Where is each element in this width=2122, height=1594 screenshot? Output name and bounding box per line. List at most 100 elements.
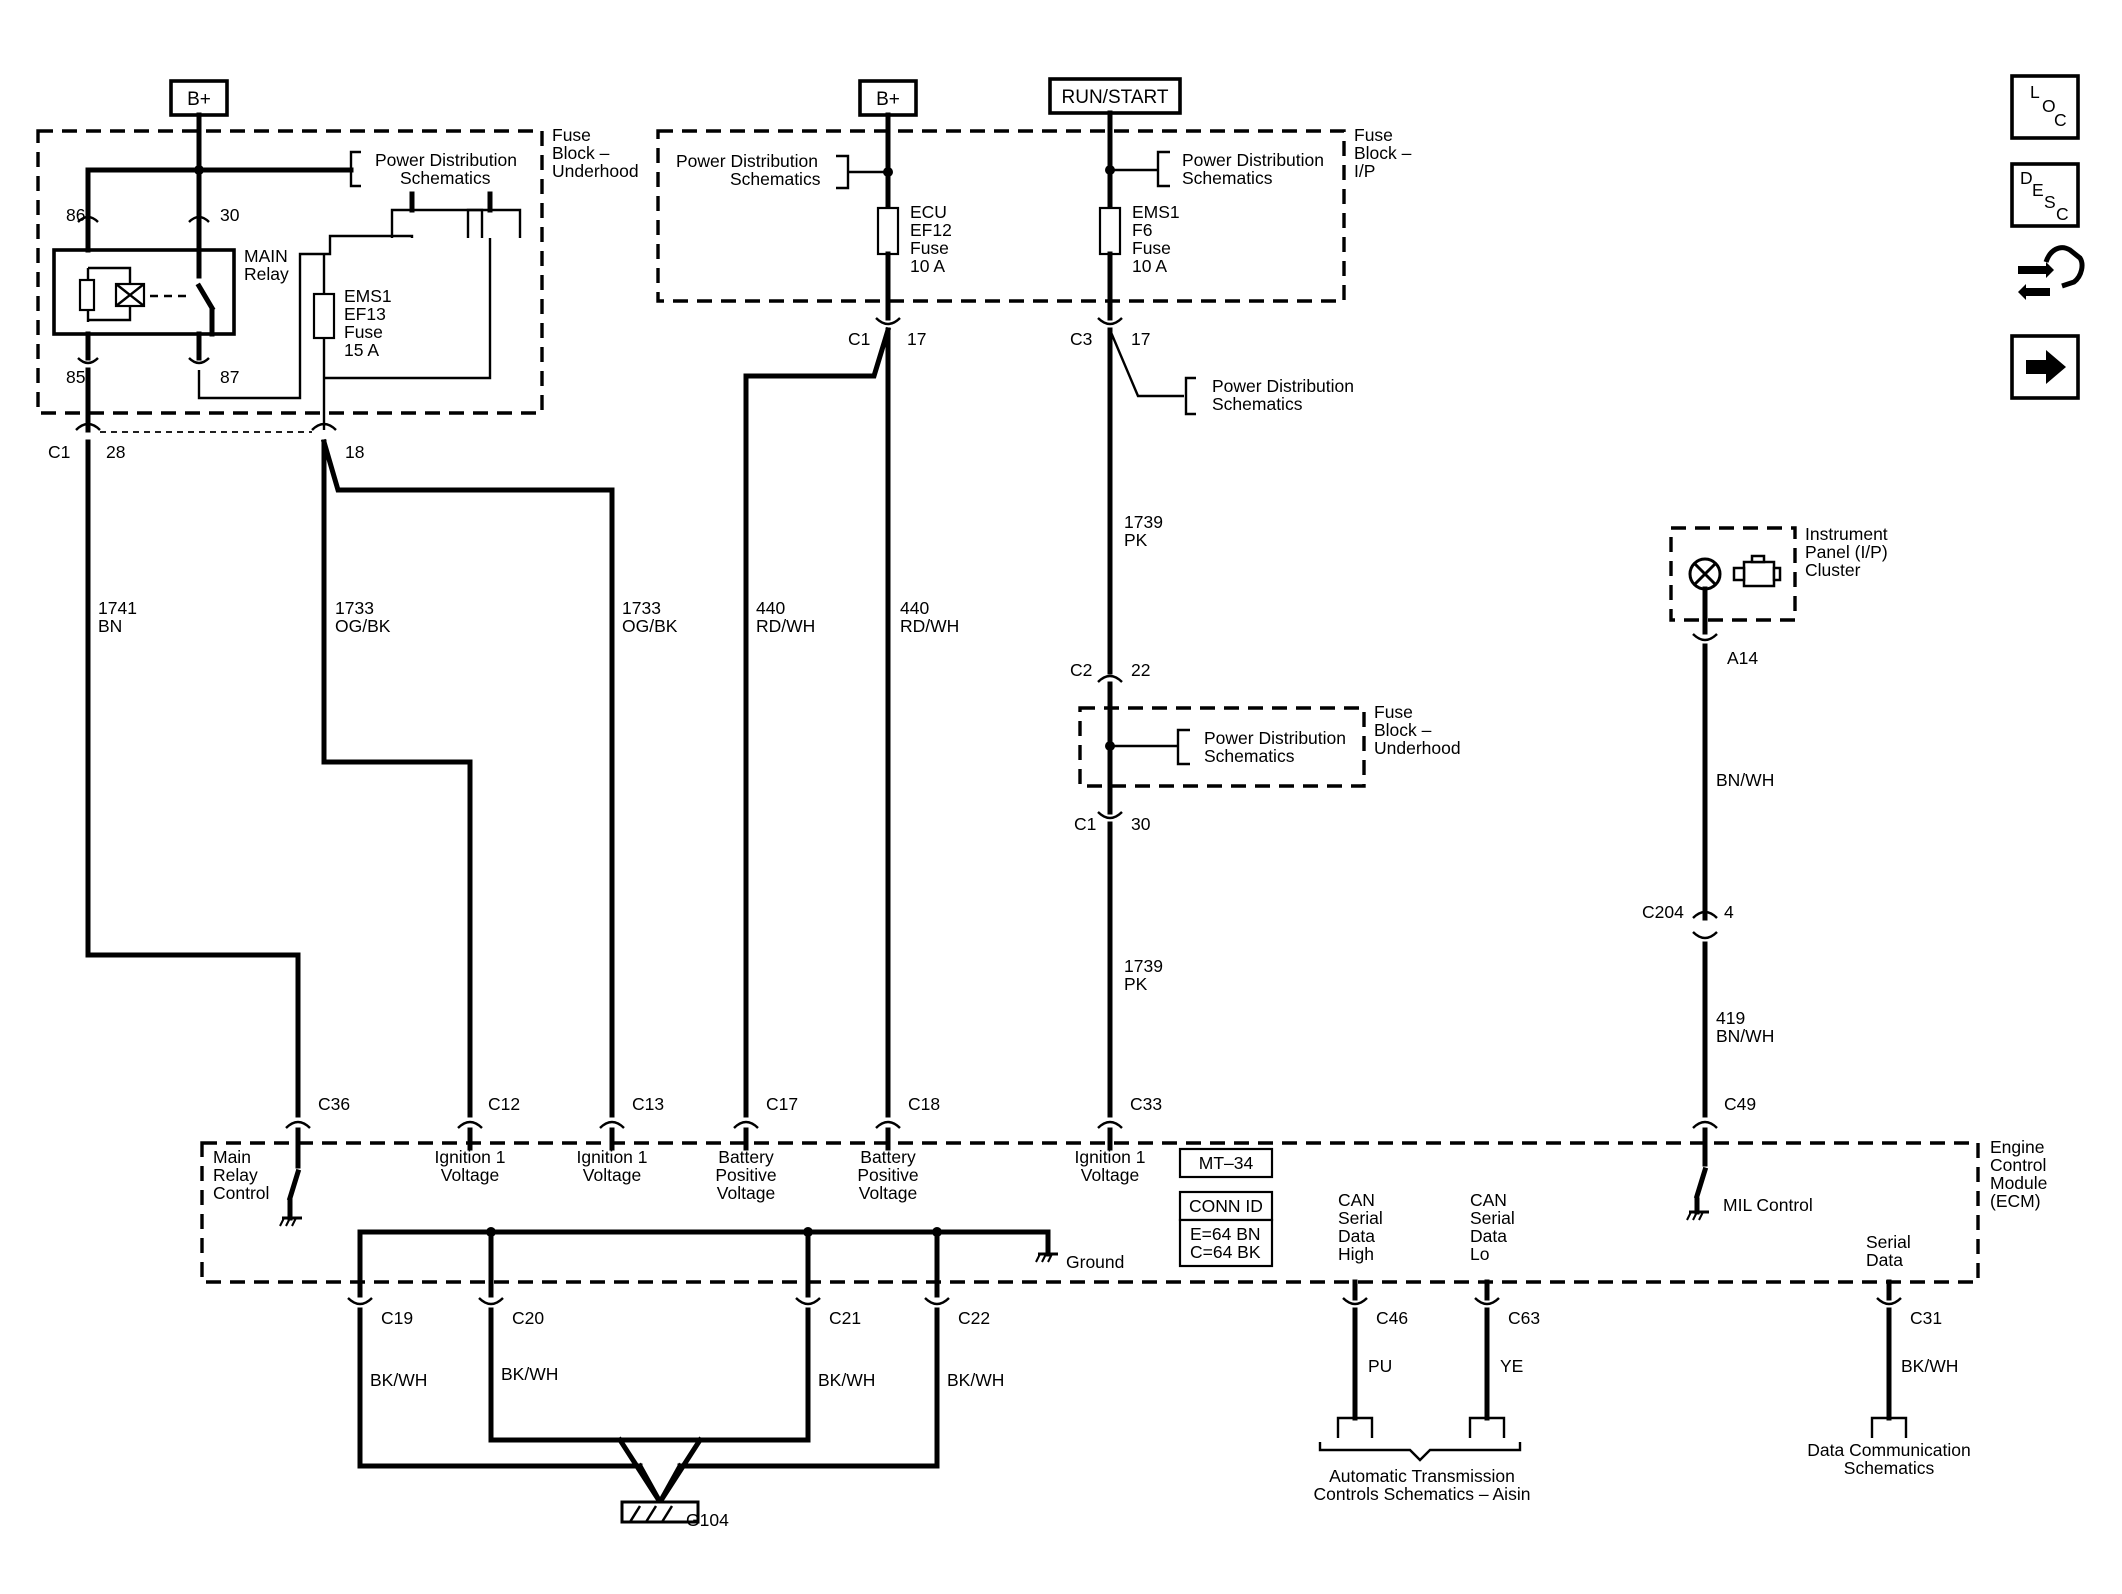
atc-label-2: Controls Schematics – Aisin	[1314, 1484, 1531, 1504]
loc-letter-l: L	[2030, 82, 2040, 102]
relay-pin-86: 86	[66, 205, 85, 225]
mil-lamp-icon	[1688, 557, 1722, 591]
ground-g104: G104	[686, 1510, 729, 1530]
bkwh-20: BK/WH	[501, 1364, 558, 1384]
fuse-block-underhood-left: Fuse Block – Underhood Power Distributio…	[36, 125, 639, 462]
desc-letter-c: C	[2056, 204, 2069, 224]
ecu-fuse-1: ECU	[910, 202, 947, 222]
ecm-label-3: Module	[1990, 1173, 2047, 1193]
fbu-power-dist-2: Schematics	[400, 168, 491, 188]
fbu2-power-dist-1: Power Distribution	[1204, 728, 1346, 748]
atc-label-1: Automatic Transmission	[1329, 1466, 1515, 1486]
bkwh-21: BK/WH	[818, 1370, 875, 1390]
fbip-label-1: Fuse	[1354, 125, 1393, 145]
loc-letter-c: C	[2054, 110, 2067, 130]
ecm-pin-c49: C49	[1724, 1094, 1756, 1114]
fn-can-lo-1: CAN	[1470, 1190, 1507, 1210]
ipc-conn-c204: C204	[1642, 902, 1684, 922]
fn-ign1-c-2: Voltage	[1081, 1165, 1139, 1185]
wire-1739-top-color: PK	[1124, 530, 1148, 550]
wire-ye: YE	[1500, 1356, 1523, 1376]
next-arrow-button[interactable]	[2010, 334, 2080, 400]
wire-1733b-num: 1733	[622, 598, 661, 618]
desc-button[interactable]: D E S C	[2010, 162, 2080, 228]
relay-pin-87: 87	[220, 367, 239, 387]
conn-c31: C31	[1910, 1308, 1942, 1328]
wire-pu: PU	[1368, 1356, 1392, 1376]
fbip-conn-c3-pin: 17	[1131, 329, 1150, 349]
repair-wrench-icon[interactable]	[2018, 245, 2085, 300]
conn-c22: C22	[958, 1308, 990, 1328]
fbu-conn-18: 18	[345, 442, 364, 462]
ecm-conn-id-e: E=64 BN	[1190, 1224, 1261, 1244]
ecu-fuse-2: EF12	[910, 220, 952, 240]
wire-419-color: BN/WH	[1716, 1026, 1774, 1046]
fbip-power-dist-right-1: Power Distribution	[1182, 150, 1324, 170]
dcs-label-2: Schematics	[1844, 1458, 1935, 1478]
wire-1741-color: BN	[98, 616, 122, 636]
ecu-fuse-4: 10 A	[910, 256, 945, 276]
ecm-module: Engine Control Module (ECM) C36 C12 C13 …	[200, 1094, 2047, 1306]
fuse-block-underhood-mid: C2 22 Fuse Block – Underhood Power Distr…	[1070, 660, 1461, 834]
conn-c19: C19	[381, 1308, 413, 1328]
fbu2-conn-c2: C2	[1070, 660, 1092, 680]
relay-label-2: Relay	[244, 264, 289, 284]
ecm-label-4: (ECM)	[1990, 1191, 2041, 1211]
fbu2-label-1: Fuse	[1374, 702, 1413, 722]
bplus-source-left: B+	[169, 79, 229, 135]
fbu2-label-3: Underhood	[1374, 738, 1461, 758]
wire-bkwh-31: BK/WH	[1901, 1356, 1958, 1376]
ecu-fuse-3: Fuse	[910, 238, 949, 258]
fn-main-relay-2: Relay	[213, 1165, 258, 1185]
conn-c63: C63	[1508, 1308, 1540, 1328]
run-start-source: RUN/START	[1048, 77, 1182, 135]
bplus-label-mid: B+	[876, 89, 900, 110]
relay-label-1: MAIN	[244, 246, 288, 266]
fbu2-conn-c2-pin: 22	[1131, 660, 1150, 680]
ipc-label-1: Instrument	[1805, 524, 1888, 544]
wire-440b-num: 440	[900, 598, 929, 618]
fbu-label-1: Fuse	[552, 125, 591, 145]
wire-1733a-num: 1733	[335, 598, 374, 618]
fn-ign1-b-2: Voltage	[583, 1165, 641, 1185]
dcs-label-1: Data Communication	[1807, 1440, 1970, 1460]
desc-letter-s: S	[2044, 192, 2056, 212]
wire-1733-a	[321, 439, 473, 1118]
fbu-label-2: Block –	[552, 143, 610, 163]
fn-serial-1: Serial	[1866, 1232, 1911, 1252]
ecm-pin-connectors	[285, 1120, 1718, 1129]
ecm-pin-c13: C13	[632, 1094, 664, 1114]
wire-1741-num: 1741	[98, 598, 137, 618]
fn-can-high-3: Data	[1338, 1226, 1375, 1246]
wire-1733b-color: OG/BK	[622, 616, 678, 636]
loc-letter-o: O	[2042, 96, 2056, 116]
loc-button[interactable]: L O C	[2010, 74, 2080, 140]
bplus-label-left: B+	[187, 89, 211, 110]
fbip-conn-c1-pin: 17	[907, 329, 926, 349]
ems-fuse-1: EMS1	[1132, 202, 1180, 222]
relay-pin-30: 30	[220, 205, 240, 225]
wire-440a-num: 440	[756, 598, 785, 618]
fbip-conn-c1: C1	[848, 329, 870, 349]
ipc-conn-a14: A14	[1727, 648, 1758, 668]
ems-fuse-3: Fuse	[1132, 238, 1171, 258]
fn-serial-2: Data	[1866, 1250, 1903, 1270]
fbip-conn-c3: C3	[1070, 329, 1092, 349]
fn-ign1-b-1: Ignition 1	[576, 1147, 647, 1167]
ecm-conn-id-c: C=64 BK	[1190, 1242, 1261, 1262]
fn-mil: MIL Control	[1723, 1195, 1813, 1215]
fbu2-label-2: Block –	[1374, 720, 1432, 740]
fn-ign1-c-1: Ignition 1	[1074, 1147, 1145, 1167]
ef13-label-3: Fuse	[344, 322, 383, 342]
fbip-label-3: I/P	[1354, 161, 1375, 181]
fbip-power-dist-right-2: Schematics	[1182, 168, 1273, 188]
bkwh-19: BK/WH	[370, 1370, 427, 1390]
fbu2-conn-c1: C1	[1074, 814, 1096, 834]
conn-c46: C46	[1376, 1308, 1408, 1328]
wire-419-num: 419	[1716, 1008, 1745, 1028]
fn-can-high-2: Serial	[1338, 1208, 1383, 1228]
ecm-label-1: Engine	[1990, 1137, 2045, 1157]
conn-c21: C21	[829, 1308, 861, 1328]
ground-circuit: C19 C20 C21 C22 G104 BK/WH BK/WH BK/WH B…	[357, 1307, 1004, 1530]
can-circuits: C46 C63 C31 PU YE BK/WH Automatic Transm…	[1314, 1307, 1971, 1504]
